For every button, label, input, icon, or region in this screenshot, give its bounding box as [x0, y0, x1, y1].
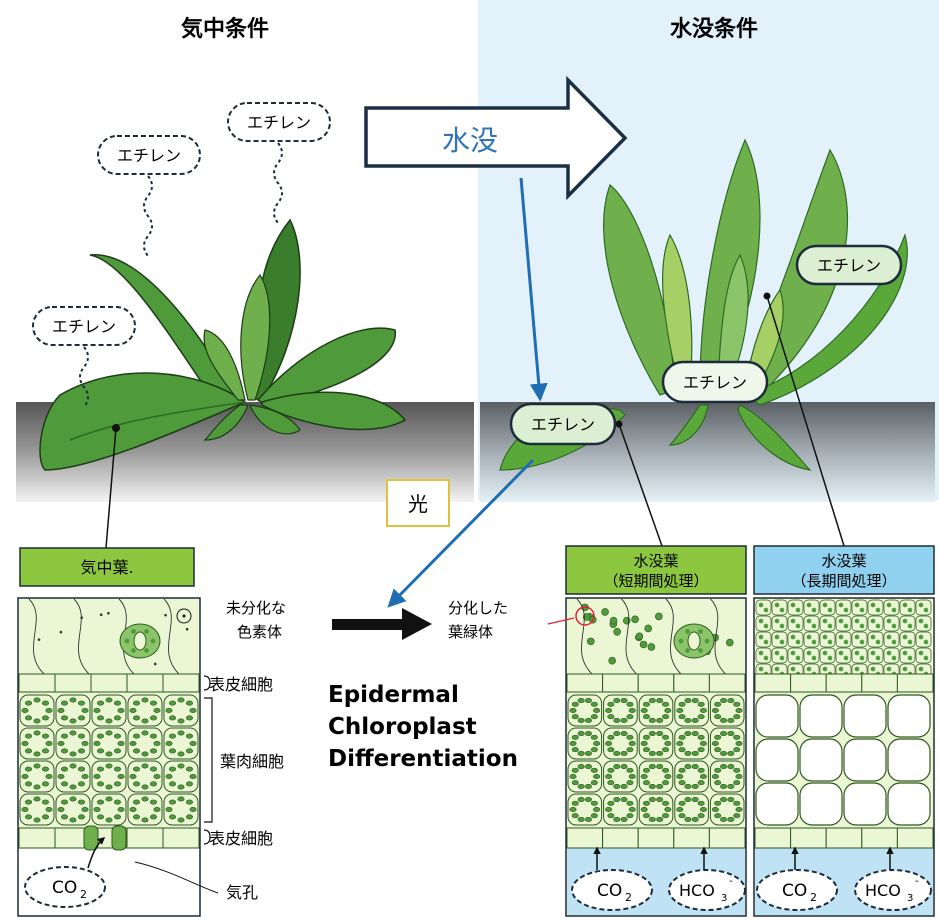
label-epidermis-top: 表皮細胞	[209, 675, 273, 694]
section-short-term	[566, 598, 746, 916]
label-chloroplast: 葉緑体	[448, 623, 493, 641]
ethylene-label: エチレン	[117, 146, 181, 165]
box-short-term: 水没葉 （短期間処理）	[566, 546, 746, 594]
hco3-text: HCO	[679, 881, 715, 900]
light-label: 光	[387, 480, 449, 526]
label-plastid: 色素体	[237, 623, 282, 641]
gas-hco3-short: HCO 3 -	[669, 870, 745, 910]
ethylene-label: エチレン	[52, 317, 116, 336]
ethylene-label: エチレン	[817, 256, 881, 275]
co2-subscript: 2	[625, 891, 632, 904]
box-aerial-leaf: 気中葉.	[20, 548, 194, 586]
hco3-subscript: 3	[907, 893, 913, 904]
ethylene-bubble-2: エチレン	[228, 103, 330, 141]
ethylene-bubble-3: エチレン	[33, 307, 135, 345]
ethylene-bubble-4: エチレン	[797, 246, 901, 284]
ethylene-bubble-1: エチレン	[98, 136, 200, 174]
co2-text: CO	[597, 881, 622, 901]
light-text: 光	[408, 492, 428, 516]
center-text-epidermal: Epidermal	[328, 682, 459, 708]
aerial-leaf-label: 気中葉.	[80, 558, 133, 577]
gas-co2-short: CO 2	[572, 870, 652, 910]
ethylene-label: エチレン	[531, 415, 595, 434]
title-submerged: 水没条件	[670, 16, 758, 42]
ethylene-label: エチレン	[683, 373, 747, 392]
ethylene-bubble-5: エチレン	[663, 362, 767, 402]
long-term-label: 水没葉	[821, 552, 866, 570]
center-text-differentiation: Differentiation	[328, 746, 518, 772]
short-term-sublabel: （短期間処理）	[603, 572, 708, 590]
title-aerial: 気中条件	[181, 16, 269, 42]
hco3-superscript: -	[729, 876, 733, 887]
long-term-sublabel: （長期間処理）	[791, 572, 896, 590]
label-stomata: 気孔	[226, 883, 258, 902]
label-mesophyll: 葉肉細胞	[220, 752, 284, 771]
hco3-text: HCO	[865, 881, 901, 900]
section-long-term	[754, 598, 934, 916]
ethylene-squiggle	[274, 143, 282, 223]
ethylene-label: エチレン	[247, 113, 311, 132]
gas-hco3-long: HCO 3 -	[855, 870, 931, 910]
black-arrow	[332, 608, 432, 640]
co2-text: CO	[782, 881, 807, 901]
hco3-superscript: -	[915, 876, 919, 887]
co2-text: CO	[52, 878, 77, 898]
gas-co2-aerial: CO 2	[25, 867, 105, 907]
box-long-term: 水没葉 （長期間処理）	[754, 546, 934, 594]
hco3-subscript: 3	[721, 893, 727, 904]
ethylene-bubble-6: エチレン	[511, 404, 615, 444]
gas-co2-long: CO 2	[757, 870, 837, 910]
label-differentiated: 分化した	[448, 599, 508, 617]
ethylene-squiggle	[144, 176, 152, 256]
center-text-chloroplast: Chloroplast	[328, 714, 477, 740]
label-epidermis-bottom: 表皮細胞	[209, 829, 273, 848]
label-undifferentiated: 未分化な	[226, 599, 286, 617]
short-term-label: 水没葉	[633, 552, 678, 570]
arrow-label: 水没	[442, 124, 498, 157]
co2-subscript: 2	[80, 888, 87, 901]
co2-subscript: 2	[810, 891, 817, 904]
section-aerial	[18, 598, 200, 916]
